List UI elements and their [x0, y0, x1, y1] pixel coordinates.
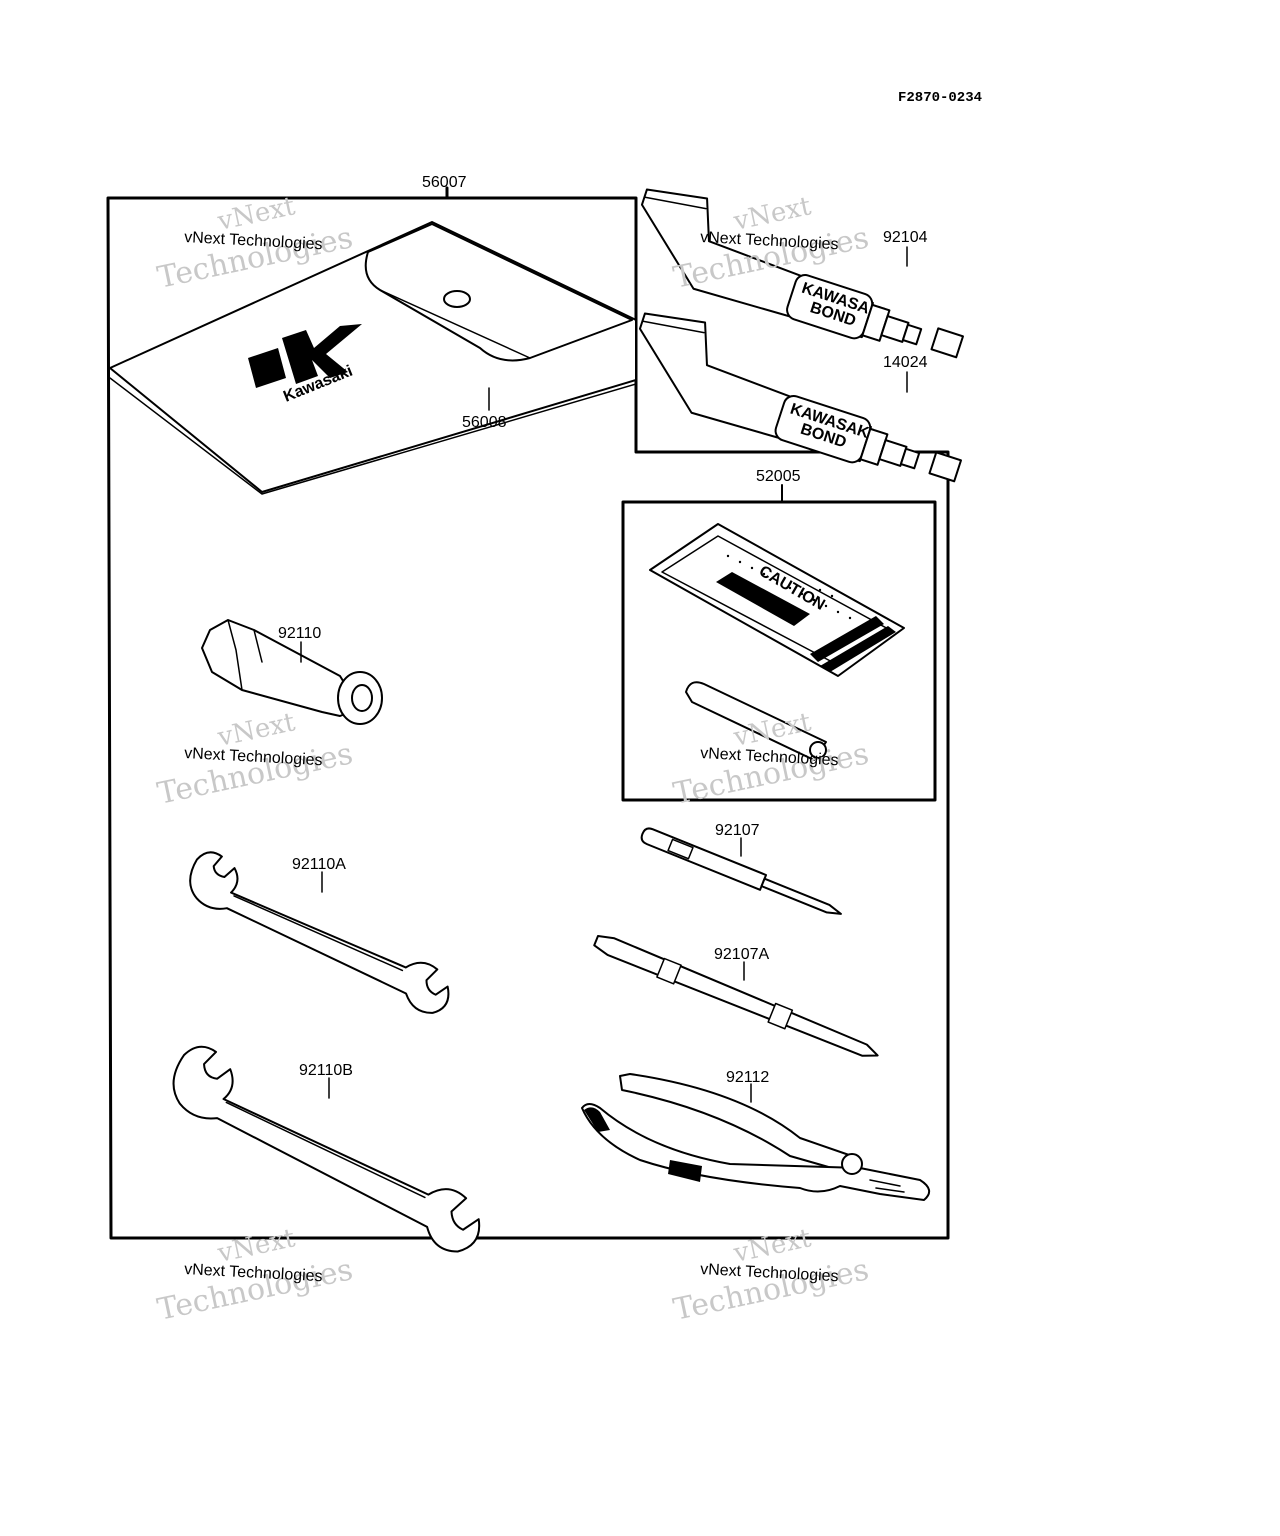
- part-label-92110B: 92110B: [299, 1062, 353, 1079]
- pliers-92112: [581, 1073, 931, 1201]
- owners-manual-box: [621, 484, 937, 802]
- owners-manual-card: CAUTION: [649, 523, 905, 761]
- screwdriver-92107a: [593, 935, 879, 1057]
- watermark-large: vNext: [214, 1223, 298, 1269]
- tool-kit-outline: [106, 186, 950, 1240]
- part-label-14024: 14024: [883, 354, 928, 371]
- wrench-92110a: [189, 851, 450, 1014]
- part-label-92112: 92112: [726, 1069, 769, 1086]
- part-label-92110A: 92110A: [292, 856, 346, 873]
- tool-pouch: Kawasaki 56008: [109, 221, 637, 495]
- screwdriver-92107: [640, 827, 842, 915]
- part-label-92107A: 92107A: [714, 946, 769, 963]
- drawing-code: F2870-0234: [898, 90, 983, 106]
- bond-tube-14024: KAWASAKI BOND: [638, 312, 962, 483]
- part-label-92104: 92104: [883, 229, 928, 246]
- part-label-92110: 92110: [278, 625, 321, 642]
- part-label-56007: 56007: [422, 174, 467, 191]
- watermark-large: vNext: [214, 707, 298, 753]
- watermark-large: vNext: [730, 191, 814, 237]
- spark-plug-socket: [201, 619, 383, 725]
- part-label-92107: 92107: [715, 822, 760, 839]
- bond-tube-92104: KAWASAKI BOND: [640, 188, 964, 359]
- part-label-56008: 56008: [462, 414, 507, 431]
- watermark-large: vNext: [730, 1223, 814, 1269]
- wrench-92110b: [172, 1045, 481, 1253]
- part-label-52005: 52005: [756, 468, 801, 485]
